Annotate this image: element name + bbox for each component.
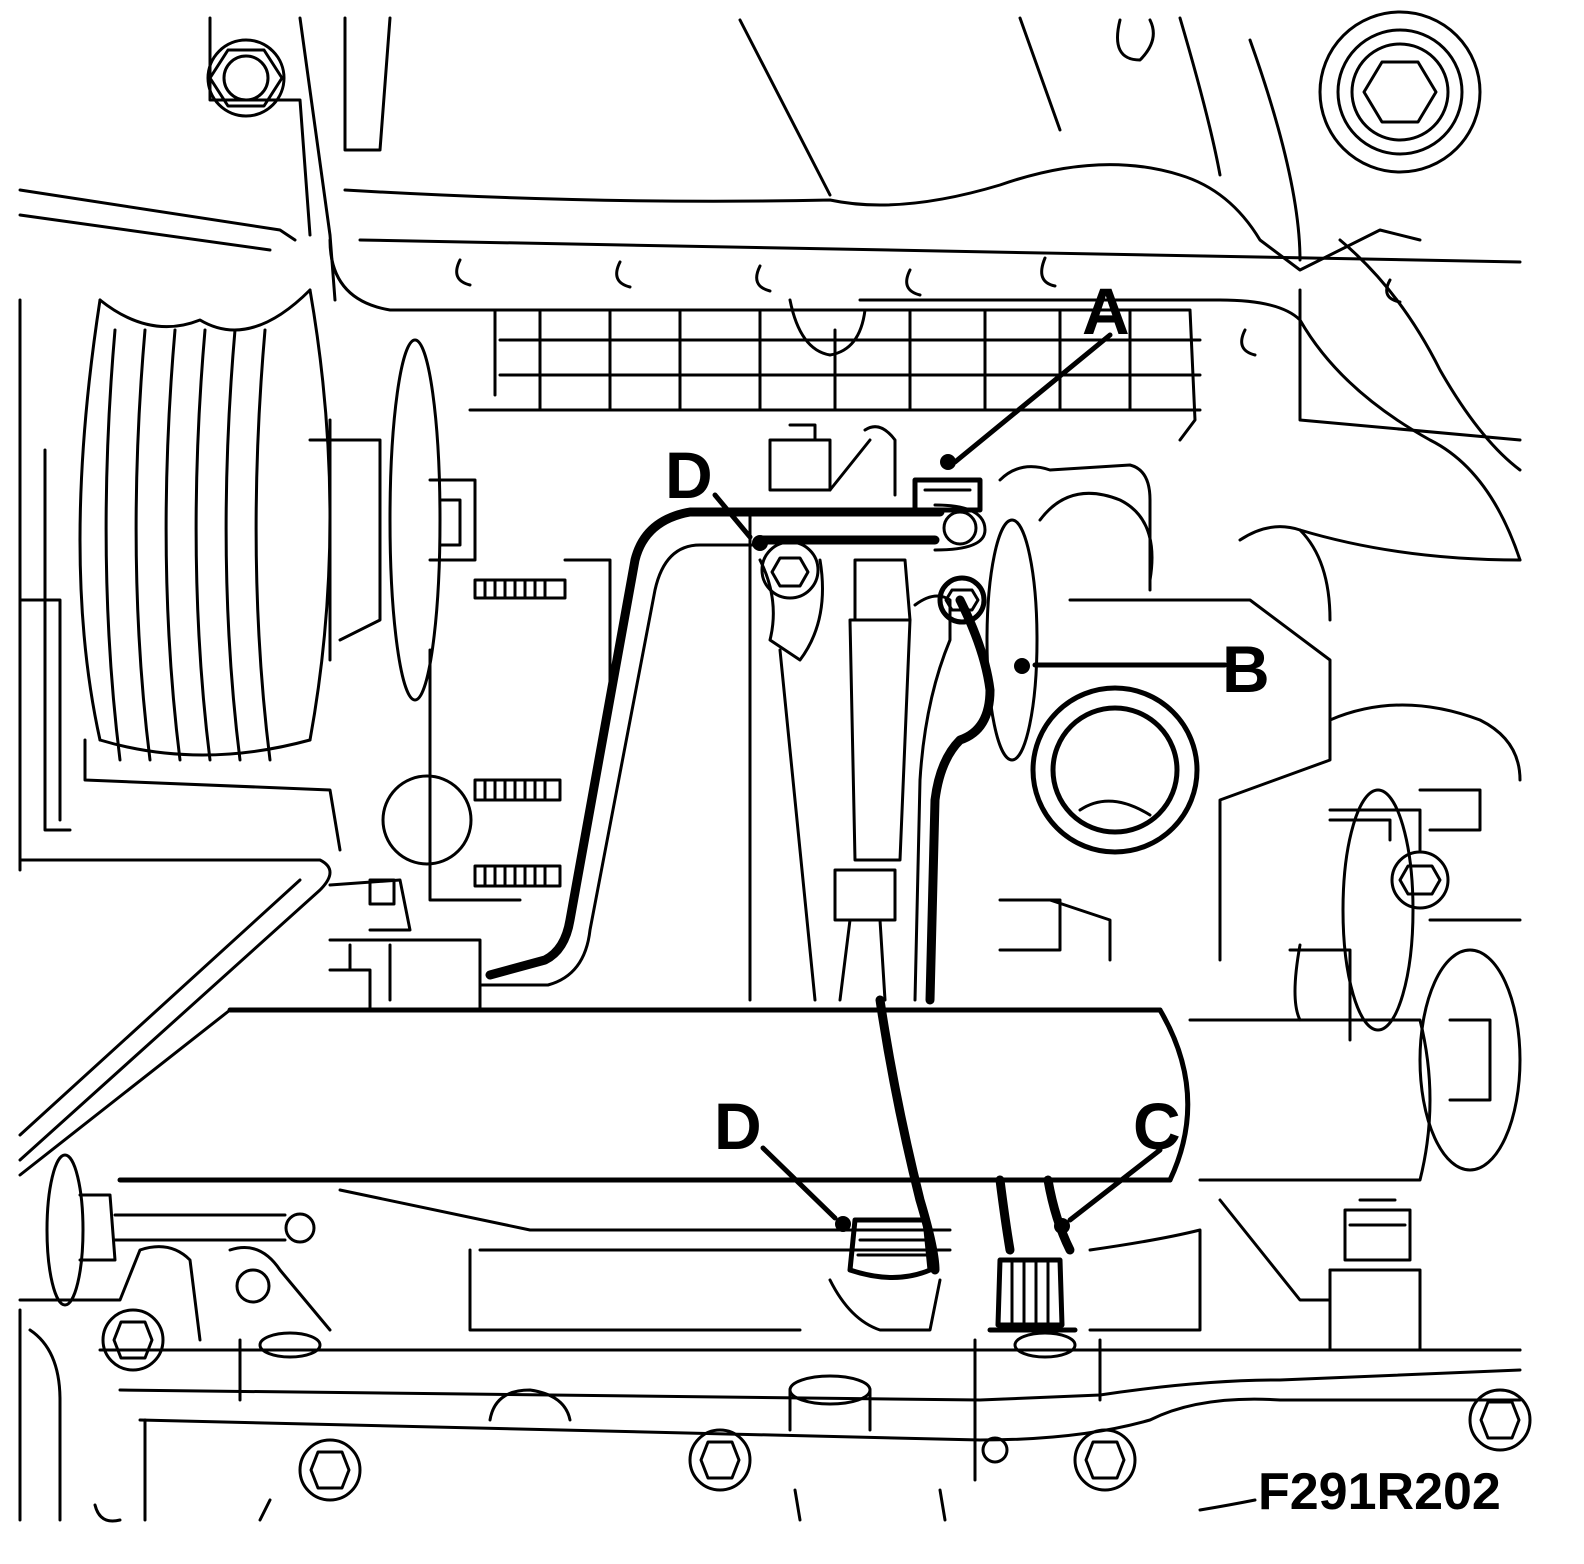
studs <box>428 558 612 902</box>
turbo-housing <box>985 463 1522 962</box>
tube-end-bolt <box>45 1153 316 1307</box>
leader-lines <box>712 332 1257 1512</box>
callout-d-lower: D <box>714 1089 762 1163</box>
connector-box <box>328 938 482 1012</box>
fitting-a <box>912 477 983 513</box>
oil-lines <box>478 503 1075 1275</box>
bracket-left <box>18 858 412 1162</box>
crank-pulley <box>18 288 382 872</box>
gasket-rail <box>18 1308 1532 1523</box>
center-fittings <box>748 423 912 1002</box>
figure-code: F291R202 <box>1258 1463 1501 1521</box>
fitting-c <box>973 1257 1102 1482</box>
right-pulley <box>1328 788 1522 1172</box>
upper-housing <box>18 16 1422 302</box>
idler-disc <box>381 338 477 866</box>
bolt-right-lower <box>1343 1198 1412 1262</box>
callout-a: A <box>1082 274 1130 348</box>
callout-d-upper: D <box>665 438 713 512</box>
grille <box>468 298 1202 442</box>
bolt-lower-d <box>828 1217 942 1332</box>
bolt-top-left <box>206 38 286 118</box>
main-tube <box>18 943 1432 1183</box>
callout-b: B <box>1222 632 1270 706</box>
bolt-top-right <box>1318 10 1482 174</box>
pan-rail <box>328 238 1522 562</box>
callout-c: C <box>1133 1089 1181 1163</box>
